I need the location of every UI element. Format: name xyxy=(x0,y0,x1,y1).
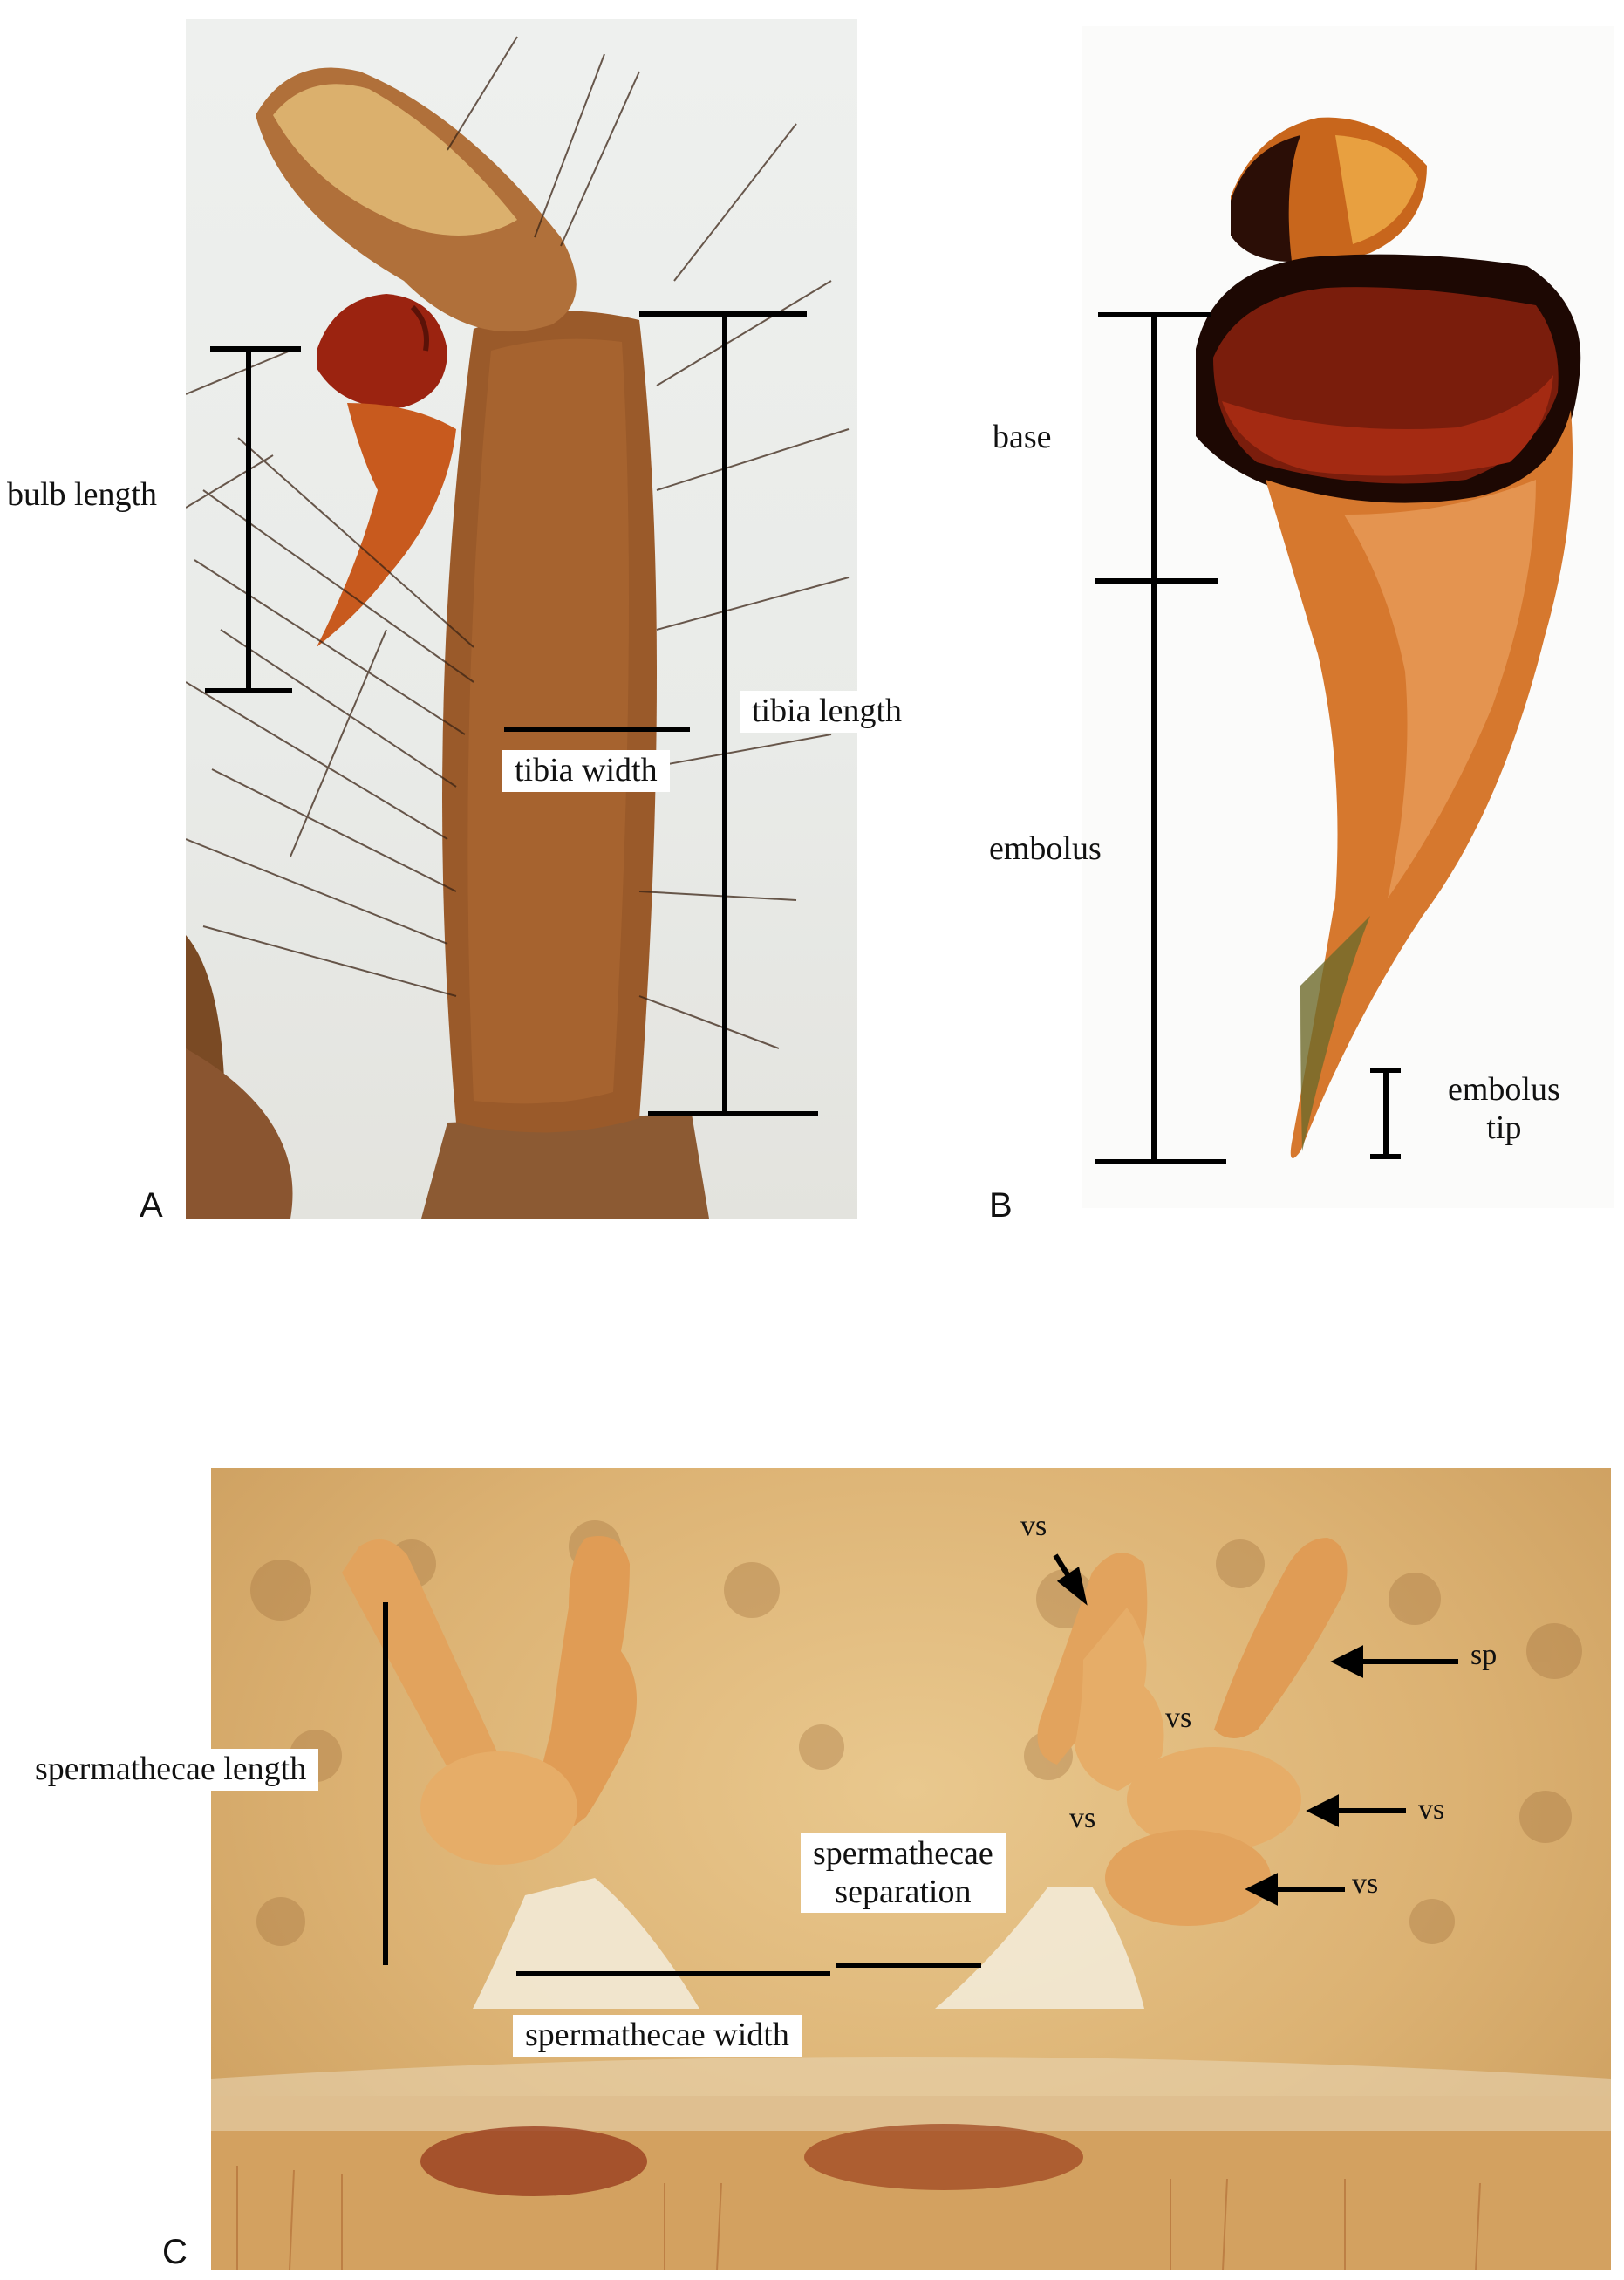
panel-a-letter: A xyxy=(140,1186,163,1225)
vs-label-left: vs xyxy=(1069,1802,1096,1834)
embolus-tip-label-line1: embolus xyxy=(1448,1071,1560,1108)
spermathecae-length-label: spermathecae length xyxy=(23,1749,319,1791)
vs-label-bottom: vs xyxy=(1352,1867,1379,1900)
tibia-length-label: tibia length xyxy=(740,691,915,733)
measurement-lines xyxy=(1095,312,1401,1164)
arrow-sp-head xyxy=(1330,1645,1363,1678)
embolus-tip-label: embolus tip xyxy=(1448,1071,1560,1147)
spermathecae-separation-line1: spermathecae xyxy=(813,1835,993,1872)
tibia-width-label: tibia width xyxy=(502,750,670,792)
palpal-bulb-illustration xyxy=(1095,117,1581,1164)
vs-label-center: vs xyxy=(1165,1702,1192,1734)
panel-a-photo xyxy=(186,19,857,1219)
measurement-lines xyxy=(205,311,818,1116)
spermathecae-separation-label: spermathecae separation xyxy=(801,1833,1006,1914)
arrow-vs-bottom-head xyxy=(1245,1873,1278,1906)
embolus-label: embolus xyxy=(989,830,1102,867)
arrow-vs-top-head xyxy=(1056,1567,1088,1606)
pedipalp-illustration xyxy=(186,36,850,1219)
arrow-vs-right-head xyxy=(1306,1794,1339,1827)
base-label: base xyxy=(993,419,1052,455)
annotation-arrows xyxy=(1053,1553,1458,1906)
vs-label-top: vs xyxy=(1020,1510,1047,1542)
bulb-length-label: bulb length xyxy=(7,476,158,513)
spermathecae-illustration xyxy=(211,1520,1611,2270)
panel-b-photo xyxy=(1082,26,1614,1208)
vs-label-right: vs xyxy=(1418,1793,1445,1826)
measurement-lines xyxy=(383,1602,981,1976)
spermathecae-width-label: spermathecae width xyxy=(513,2015,802,2057)
spermathecae-separation-line2: separation xyxy=(835,1873,972,1910)
sp-label: sp xyxy=(1470,1639,1498,1671)
embolus-tip-label-line2: tip xyxy=(1486,1109,1522,1146)
panel-b-letter: B xyxy=(989,1186,1013,1225)
panel-c-letter: C xyxy=(162,2233,188,2271)
